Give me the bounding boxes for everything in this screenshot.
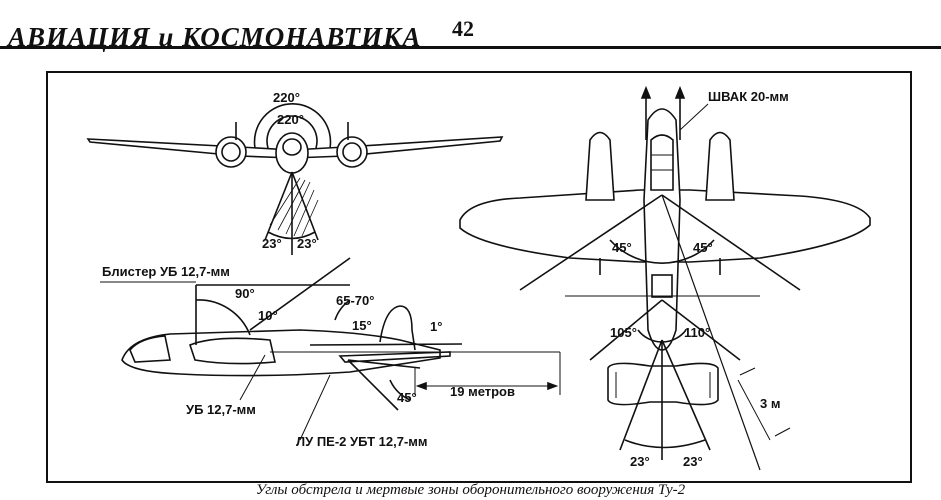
angle-23-left-front: 23° bbox=[262, 236, 282, 251]
front-view bbox=[86, 103, 504, 255]
ub-label: УБ 12,7-мм bbox=[186, 402, 256, 417]
angle-45-side: 45° bbox=[397, 390, 417, 405]
page-number: 42 bbox=[452, 16, 474, 41]
shvak-label: ШВАК 20-мм bbox=[708, 89, 789, 104]
angle-1: 1° bbox=[430, 319, 442, 334]
angle-23-right-top: 23° bbox=[683, 454, 703, 469]
distance-label: 19 метров bbox=[450, 384, 515, 399]
angle-23-left-top: 23° bbox=[630, 454, 650, 469]
angle-45-right-top: 45° bbox=[693, 240, 713, 255]
side-view bbox=[100, 257, 561, 441]
angle-220-outer: 220° bbox=[273, 90, 300, 105]
angle-15: 15° bbox=[352, 318, 372, 333]
angle-110: 110° bbox=[684, 325, 710, 340]
figure-caption: Углы обстрела и мертвые зоны оборонитель… bbox=[255, 482, 686, 498]
header-rule bbox=[0, 46, 941, 49]
angle-105: 105° bbox=[610, 325, 637, 340]
top-view bbox=[459, 85, 871, 471]
span-3m: 3 м bbox=[760, 396, 780, 411]
blister-label: Блистер УБ 12,7-мм bbox=[102, 264, 230, 279]
angle-45-left-top: 45° bbox=[612, 240, 632, 255]
angle-90: 90° bbox=[235, 286, 255, 301]
figure-frame bbox=[46, 71, 912, 483]
angle-220-inner: 220° bbox=[277, 112, 304, 127]
angle-65-70: 65-70° bbox=[336, 293, 374, 308]
lu-label: ЛУ ПЕ-2 УБТ 12,7-мм bbox=[296, 434, 428, 449]
angle-23-right-front: 23° bbox=[297, 236, 317, 251]
angle-10: 10° bbox=[258, 308, 278, 323]
